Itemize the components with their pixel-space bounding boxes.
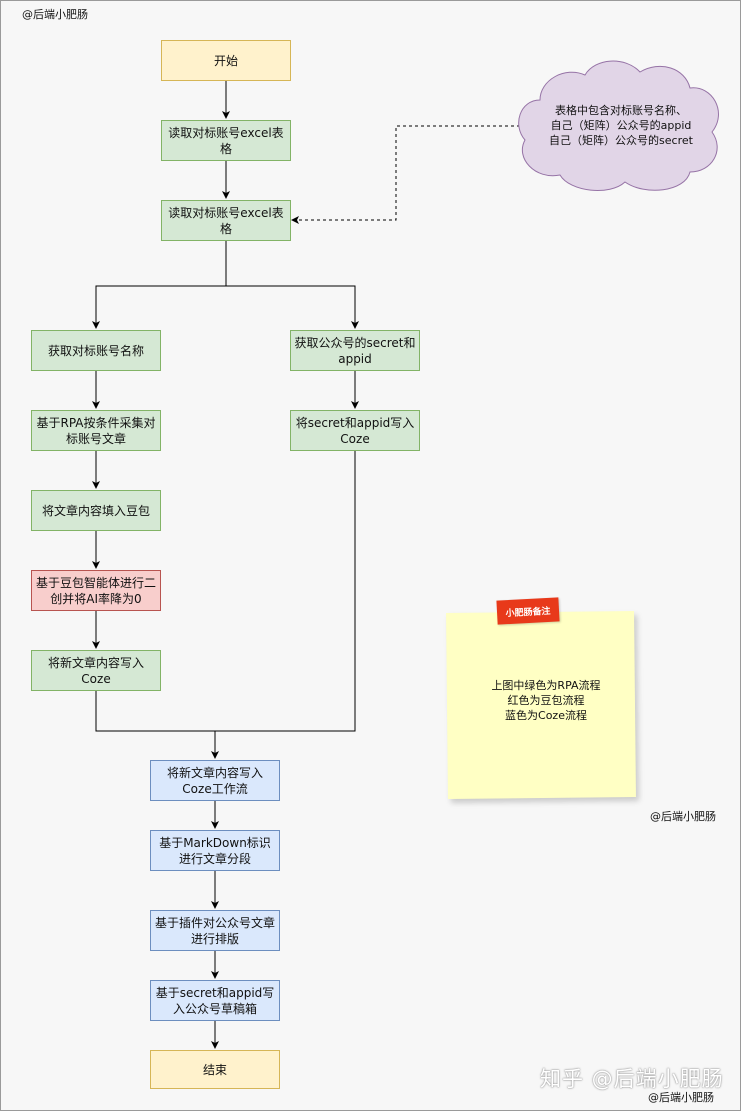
watermark-bottom-right-large: 知乎 @后端小肥肠 xyxy=(540,1067,724,1091)
node-rpa-collect[interactable]: 基于RPA按条件采集对标账号文章 xyxy=(31,410,161,451)
node-write-drafts[interactable]: 基于secret和appid写入公众号草稿箱 xyxy=(150,980,280,1021)
edge-read2-left xyxy=(92,241,227,329)
cloud-note: 表格中包含对标账号名称、 自己（矩阵）公众号的appid 自己（矩阵）公众号的s… xyxy=(528,103,714,148)
cloud-shape xyxy=(518,60,719,191)
node-markdown-split[interactable]: 基于MarkDown标识进行文章分段 xyxy=(150,830,280,871)
node-end[interactable]: 结束 xyxy=(150,1050,280,1089)
sticky-note-line3: 蓝色为Coze流程 xyxy=(505,709,587,722)
node-coze-workflow[interactable]: 将新文章内容写入Coze工作流 xyxy=(150,760,280,801)
node-write-secret-coze[interactable]: 将secret和appid写入Coze xyxy=(290,410,420,451)
watermark-bottom-corner: @后端小肥肠 xyxy=(648,1091,714,1104)
node-plugin-layout[interactable]: 基于插件对公众号文章进行排版 xyxy=(150,910,280,951)
edge-cloud-read2 xyxy=(291,125,520,224)
cloud-note-line1: 表格中包含对标账号名称、 xyxy=(555,104,687,117)
node-start[interactable]: 开始 xyxy=(161,40,291,81)
node-get-secret[interactable]: 获取公众号的secret和appid xyxy=(290,330,420,371)
node-get-account-name[interactable]: 获取对标账号名称 xyxy=(31,330,161,371)
watermark-top-left: @后端小肥肠 xyxy=(22,8,88,21)
node-write-coze-left[interactable]: 将新文章内容写入Coze xyxy=(31,650,161,691)
edge-right-merge xyxy=(215,451,356,732)
cloud-note-line2: 自己（矩阵）公众号的appid xyxy=(550,119,692,132)
edge-read2-right xyxy=(226,285,359,329)
sticky-note-line1: 上图中绿色为RPA流程 xyxy=(491,679,601,692)
node-doubao-rewrite[interactable]: 基于豆包智能体进行二创并将AI率降为0 xyxy=(31,570,161,611)
sticky-note-text: 上图中绿色为RPA流程 红色为豆包流程 蓝色为Coze流程 xyxy=(447,678,645,723)
sticky-note-line2: 红色为豆包流程 xyxy=(507,694,585,707)
watermark-bottom-right-small: @后端小肥肠 xyxy=(650,810,716,823)
node-fill-doubao[interactable]: 将文章内容填入豆包 xyxy=(31,490,161,531)
cloud-note-line3: 自己（矩阵）公众号的secret xyxy=(549,134,693,147)
node-read-excel-2[interactable]: 读取对标账号excel表格 xyxy=(161,200,291,241)
edge-left-merge xyxy=(95,691,219,759)
sticky-note-tape: 小肥肠备注 xyxy=(496,597,560,625)
node-read-excel-1[interactable]: 读取对标账号excel表格 xyxy=(161,120,291,161)
